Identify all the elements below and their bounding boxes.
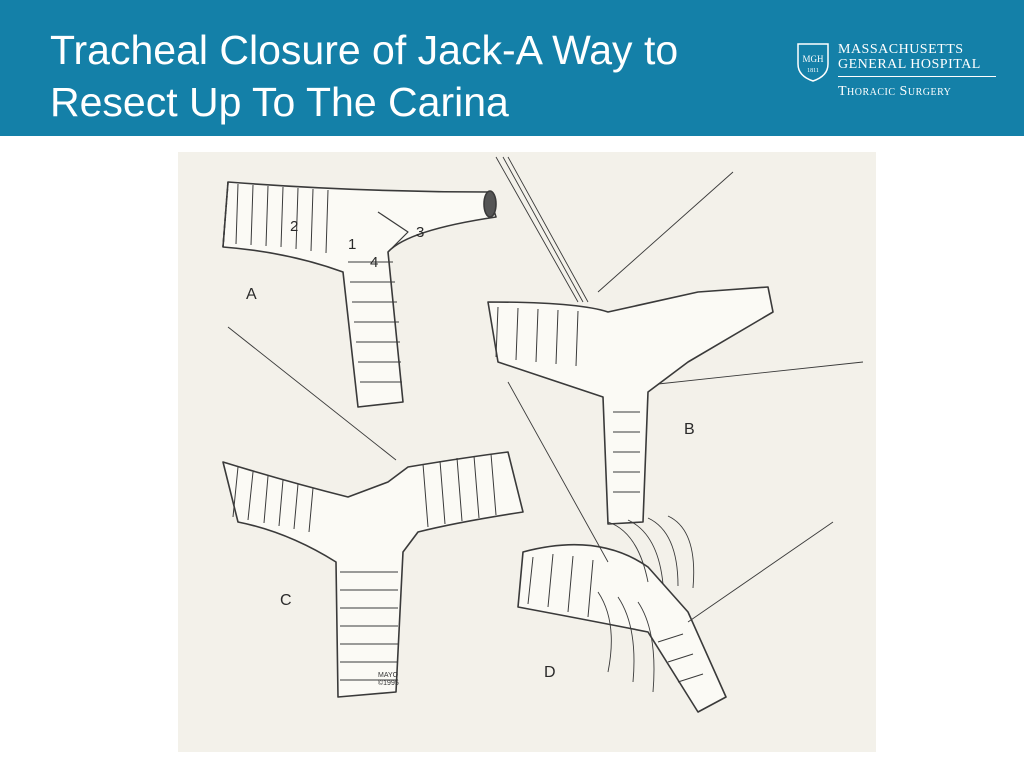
tracheal-diagram-drawing — [222, 156, 864, 713]
figure-number-1: 1 — [348, 236, 357, 253]
signature-line-2: ©1995 — [378, 680, 399, 687]
illustration-signature: MAYO ©1995 — [378, 672, 399, 688]
surgical-illustration: A B C D 1 2 3 4 MAYO ©1995 — [178, 152, 876, 752]
shield-year: 1811 — [807, 68, 819, 74]
panel-label-d: D — [544, 664, 556, 681]
title-line-2: Resect Up To The Carina — [50, 79, 509, 125]
logo-divider — [838, 76, 996, 77]
panel-label-c: C — [280, 592, 292, 609]
panel-d-drawing — [507, 381, 834, 713]
slide-title: Tracheal Closure of Jack-A Way to Resect… — [50, 24, 678, 128]
mgh-shield-icon: MGH 1811 — [797, 43, 829, 82]
hospital-name-line-2: GENERAL HOSPITAL — [838, 57, 981, 72]
title-line-1: Tracheal Closure of Jack-A Way to — [50, 27, 679, 73]
shield-text: MGH — [802, 54, 824, 64]
department-name: Thoracic Surgery — [838, 84, 952, 99]
panel-a-drawing — [222, 181, 497, 408]
panel-c-drawing — [222, 326, 524, 698]
panel-label-a: A — [246, 286, 257, 303]
mgh-thoracic-surgery-logo: MGH 1811 MASSACHUSETTS GENERAL HOSPITAL … — [796, 40, 1001, 104]
hospital-name: MASSACHUSETTS GENERAL HOSPITAL — [838, 42, 981, 72]
slide-header: Tracheal Closure of Jack-A Way to Resect… — [0, 0, 1024, 136]
figure-number-2: 2 — [290, 218, 299, 235]
hospital-name-line-1: MASSACHUSETTS — [838, 42, 964, 57]
panel-label-b: B — [684, 421, 695, 438]
figure-number-4: 4 — [370, 254, 379, 271]
signature-line-1: MAYO — [378, 672, 399, 679]
panel-b-drawing — [487, 156, 864, 525]
figure-number-3: 3 — [416, 224, 425, 241]
